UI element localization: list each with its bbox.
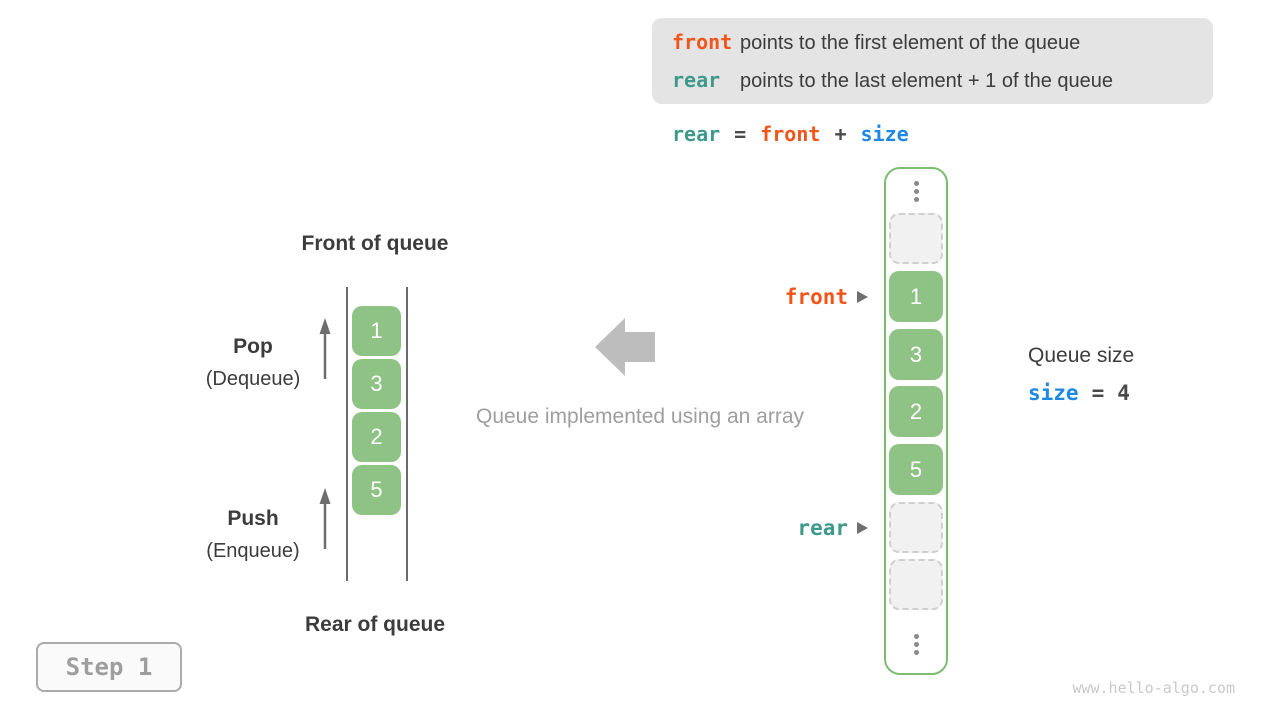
size-number: 4 [1117, 381, 1130, 405]
array-cell: 3 [889, 329, 943, 380]
size-equals: = [1091, 381, 1105, 405]
formula-size: size [860, 122, 909, 146]
array-cell-empty [889, 559, 943, 610]
formula-equals: = [734, 122, 747, 146]
front-of-queue-label: Front of queue [301, 232, 449, 255]
formula-plus: + [834, 122, 847, 146]
vertical-dots-icon [913, 634, 919, 655]
array-implementation-caption: Queue implemented using an array [475, 405, 805, 428]
left-queue-cell: 1 [352, 306, 401, 356]
pop-action-label: Pop (Dequeue) [173, 335, 333, 391]
front-token: front [672, 29, 733, 54]
front-description: points to the first element of the queue [740, 31, 1081, 54]
rear-pointer-label: rear [797, 516, 848, 540]
pop-label: Pop [233, 335, 273, 358]
push-label: Push [227, 507, 279, 530]
formula-front: front [760, 122, 821, 146]
left-queue-cell: 3 [352, 359, 401, 409]
step-badge: Step 1 [36, 642, 182, 692]
rear-of-queue-label: Rear of queue [304, 613, 446, 636]
watermark: www.hello-algo.com [1072, 679, 1235, 697]
push-action-label: Push (Enqueue) [173, 507, 333, 563]
array-cell: 2 [889, 386, 943, 437]
queue-size-value: size = 4 [1028, 381, 1130, 405]
rear-token: rear [672, 67, 721, 92]
dequeue-label: (Dequeue) [205, 368, 301, 390]
pointer-arrow-icon [857, 522, 868, 534]
vertical-dots-icon [913, 181, 919, 202]
size-token: size [1028, 381, 1079, 405]
pointer-arrow-icon [857, 291, 868, 303]
front-pointer-label: front [784, 285, 848, 309]
legend-box: front points to the first element of the… [652, 18, 1213, 104]
pointer-formula: rear = front + size [672, 122, 909, 146]
queue-rail-left [346, 287, 348, 581]
array-cell-empty [889, 502, 943, 553]
left-block-arrow-icon [595, 318, 655, 376]
legend-line-rear: rear points to the last element + 1 of t… [672, 68, 1213, 93]
rear-pointer: rear [797, 516, 868, 540]
left-queue-cell: 5 [352, 465, 401, 515]
pop-direction-arrow-icon [319, 318, 331, 379]
push-direction-arrow-icon [319, 488, 331, 549]
enqueue-label: (Enqueue) [206, 540, 300, 562]
array-cell: 5 [889, 444, 943, 495]
formula-rear: rear [672, 122, 721, 146]
array-cell: 1 [889, 271, 943, 322]
front-pointer: front [785, 285, 868, 309]
rear-description: points to the last element + 1 of the qu… [740, 69, 1114, 92]
queue-rail-right [406, 287, 408, 581]
array-cell-empty [889, 213, 943, 264]
legend-line-front: front points to the first element of the… [672, 30, 1213, 55]
left-queue-cell: 2 [352, 412, 401, 462]
queue-size-title: Queue size [1028, 344, 1135, 367]
